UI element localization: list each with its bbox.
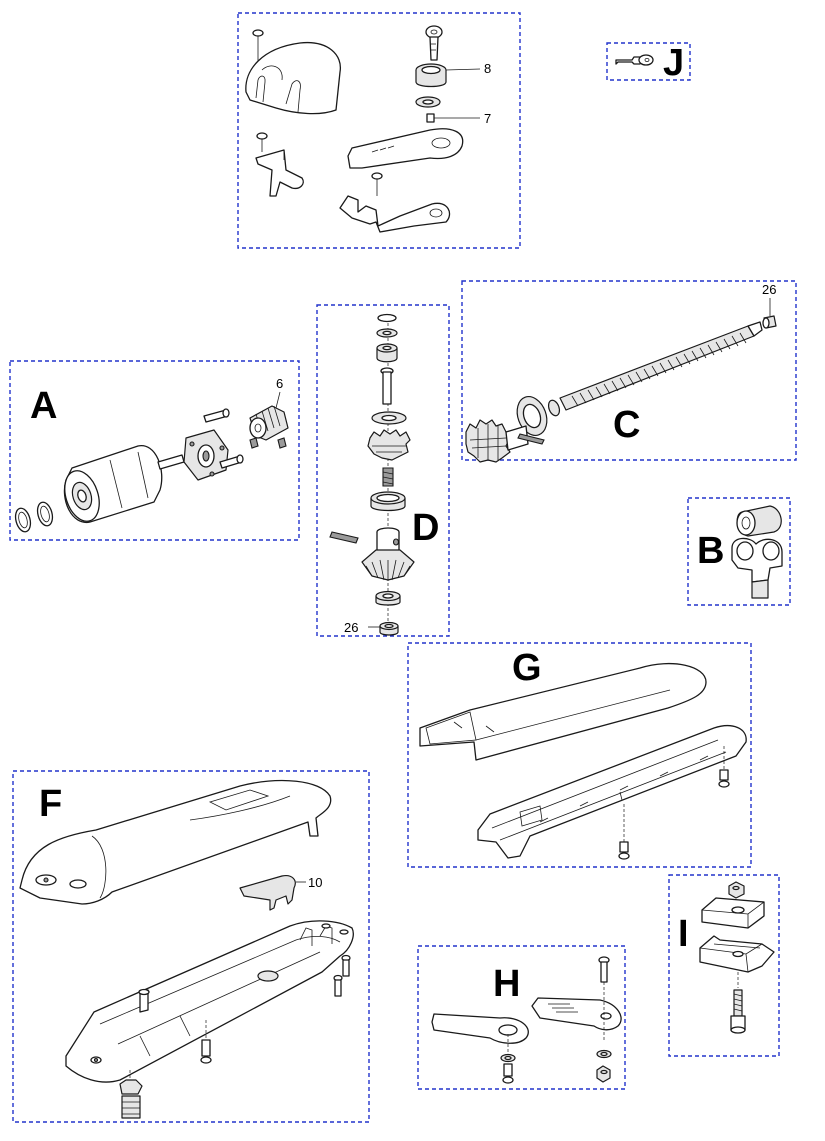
- section-d-frame: [316, 304, 450, 637]
- section-a-frame: [9, 360, 300, 541]
- callout-worm-gear: 6: [276, 376, 283, 391]
- f-screw-bottom: [200, 1020, 212, 1064]
- i-bottom-clamp: [699, 935, 775, 988]
- a-motor-flange: [183, 429, 229, 481]
- section-g: G: [407, 642, 752, 868]
- section-f: F 10: [12, 770, 370, 1123]
- c-shaft-bearing: [516, 396, 561, 436]
- h-washer-right: [596, 1049, 612, 1059]
- section-d: D: [316, 304, 450, 637]
- section-label-d: D: [412, 507, 439, 549]
- d-bushing: [370, 491, 406, 512]
- callout-lock-cylinder: 8: [484, 61, 491, 76]
- e-release-lever: [339, 195, 451, 233]
- c-drive-gear: [465, 419, 529, 463]
- e-key: [425, 25, 443, 61]
- section-g-frame: [407, 642, 752, 868]
- callout-c-end-nut: 26: [762, 282, 776, 297]
- e-plate-screw: [371, 172, 383, 196]
- g-top-cover: [419, 662, 707, 761]
- h-arm-plate: [431, 1013, 529, 1056]
- e-bracket-screw: [256, 132, 268, 152]
- i-nut: [728, 881, 745, 899]
- section-label-b: B: [697, 530, 724, 572]
- a-worm-gear: [249, 391, 289, 449]
- d-bearing-top: [376, 343, 398, 363]
- d-flat-washer: [371, 411, 407, 425]
- section-label-c: C: [613, 404, 640, 446]
- d-snap-ring: [377, 313, 397, 323]
- h-bolt-left: [502, 1063, 514, 1084]
- section-c-frame: [461, 280, 797, 461]
- section-a: A: [9, 360, 300, 541]
- callout-f-release-lever: 10: [308, 875, 322, 890]
- section-label-a: A: [30, 385, 57, 427]
- b-bracket: [731, 537, 783, 599]
- d-end-bearing: [368, 621, 399, 636]
- g-base-channel: [477, 725, 747, 859]
- c-key-pin: [517, 433, 545, 445]
- h-fork-bracket: [531, 997, 622, 1031]
- i-top-clamp: [701, 897, 765, 929]
- section-label-i: I: [678, 913, 689, 955]
- f-base-housing: [65, 920, 354, 1083]
- d-bearing-bottom: [375, 590, 401, 606]
- f-cable-gland: [119, 1070, 143, 1119]
- c-lead-screw: [559, 321, 763, 411]
- h-nut-right: [596, 1065, 611, 1083]
- h-washer: [500, 1053, 516, 1063]
- a-motor: [63, 445, 185, 523]
- section-label-g: G: [512, 647, 542, 689]
- section-c: C 26: [461, 280, 797, 463]
- d-bevel-gear: [361, 527, 415, 581]
- e-lock-cover: [245, 41, 341, 115]
- section-e: 8 7: [237, 12, 521, 249]
- section-h: H: [417, 945, 626, 1090]
- section-label-h: H: [493, 963, 520, 1005]
- i-bolt: [730, 989, 746, 1034]
- e-washer: [415, 96, 441, 108]
- d-spring: [382, 467, 394, 487]
- f-release-lever: [239, 875, 306, 911]
- g-screw-bottom: [618, 804, 630, 860]
- section-j: J: [606, 42, 691, 84]
- g-screw-right: [718, 746, 730, 788]
- section-i: I: [668, 874, 780, 1057]
- f-screws-right: [333, 954, 351, 997]
- section-b-frame: [687, 497, 791, 606]
- callout-release-pin: 7: [484, 111, 491, 126]
- c-end-nut: [762, 298, 777, 329]
- section-i-frame: [668, 874, 780, 1057]
- h-bolt-top: [598, 956, 610, 1040]
- section-j-frame: [606, 42, 691, 81]
- j-key-icon: [615, 54, 654, 66]
- a-o-rings: [14, 501, 54, 533]
- b-bushing: [736, 505, 782, 537]
- e-lock-cylinder: [415, 63, 481, 88]
- e-lever-bracket: [255, 149, 304, 197]
- section-label-j: J: [663, 42, 684, 84]
- f-upper-housing: [19, 779, 332, 905]
- d-gear: [367, 429, 411, 461]
- e-release-plate: [347, 128, 464, 169]
- section-e-frame: [237, 12, 521, 249]
- section-b: B: [687, 497, 791, 606]
- callout-d-end-bearing: 26: [344, 620, 358, 635]
- d-pin: [380, 367, 394, 405]
- section-f-frame: [12, 770, 370, 1123]
- d-key-pin: [329, 531, 359, 544]
- e-release-pin: [426, 113, 480, 123]
- d-washer-top: [376, 328, 398, 338]
- a-screws: [203, 408, 259, 469]
- section-label-f: F: [39, 783, 62, 825]
